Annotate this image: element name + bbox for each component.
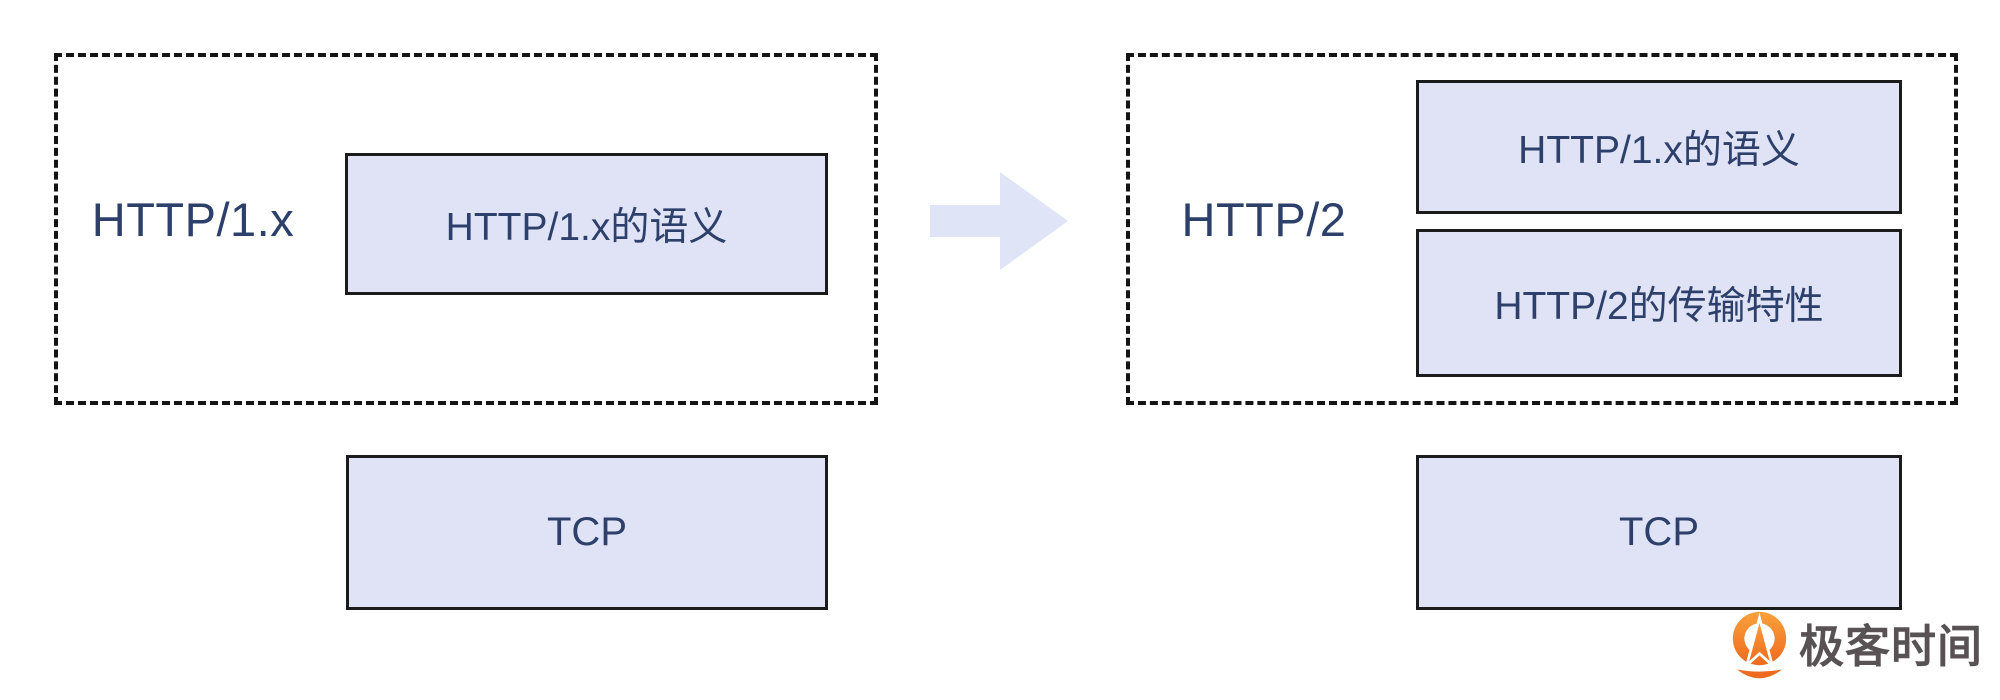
http2-label: HTTP/2 <box>1181 193 1347 246</box>
http2-transport-box: HTTP/2的传输特性 <box>1416 229 1902 377</box>
geektime-logo-icon <box>1732 611 1787 679</box>
geektime-logo-text: 极客时间 <box>1799 621 1984 672</box>
tcp-box-left-label: TCP <box>547 510 627 554</box>
http1x-label: HTTP/1.x <box>91 193 295 246</box>
http2-transport-box-label: HTTP/2的传输特性 <box>1494 285 1824 328</box>
http1x-semantics-box-label: HTTP/1.x的语义 <box>445 206 728 249</box>
geektime-watermark: 极客时间 <box>1729 610 1983 684</box>
http2-semantics-box-label: HTTP/1.x的语义 <box>1518 129 1800 172</box>
right-arrow-icon <box>930 172 1068 270</box>
tcp-box-left: TCP <box>346 455 828 610</box>
http2-dashed-panel <box>1126 53 1958 405</box>
http1x-semantics-box: HTTP/1.x的语义 <box>345 153 828 295</box>
http2-semantics-box: HTTP/1.x的语义 <box>1416 80 1902 214</box>
tcp-box-right-label: TCP <box>1619 510 1699 554</box>
http1x-dashed-panel <box>54 53 878 405</box>
tcp-box-right: TCP <box>1416 455 1902 610</box>
